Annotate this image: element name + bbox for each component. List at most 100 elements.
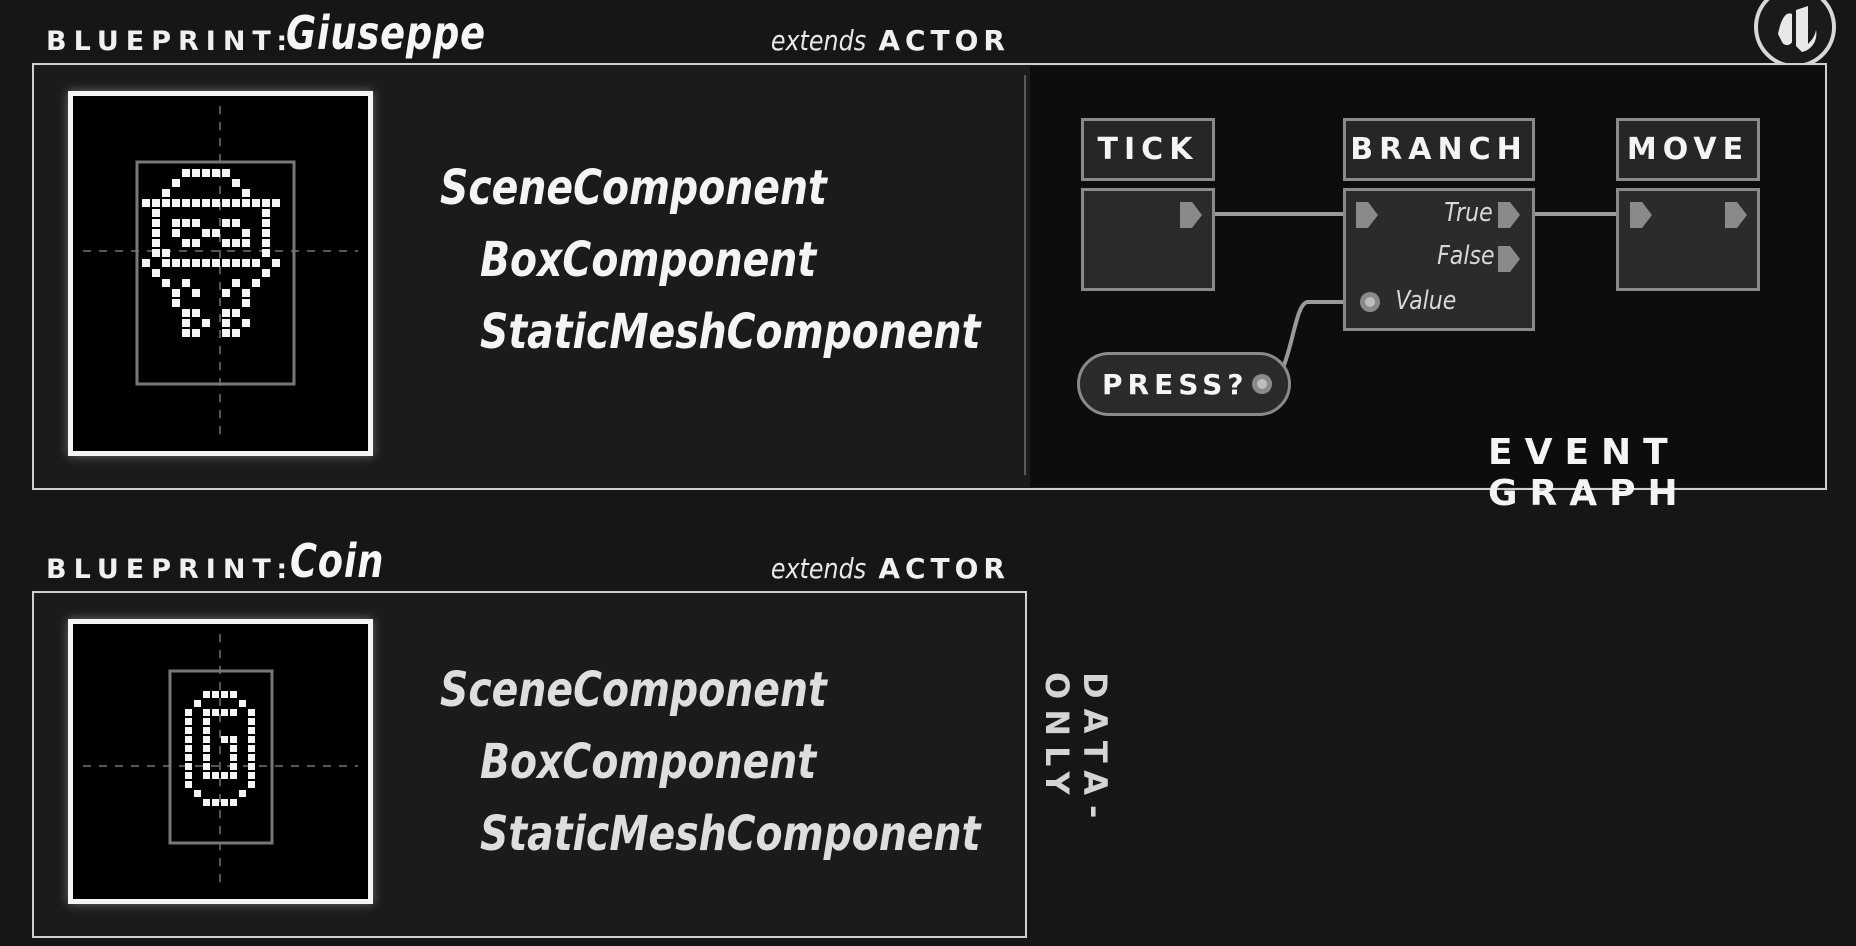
sprite-pixel (202, 199, 210, 207)
true-pin-icon[interactable] (1496, 200, 1522, 230)
sprite-pixel (252, 279, 260, 287)
sprite-pixel (248, 718, 255, 725)
sprite-pixel (203, 736, 210, 743)
sprite-pixel (202, 229, 210, 237)
value-pin-icon[interactable] (1358, 290, 1382, 314)
sprite-pixel (172, 199, 180, 207)
sprite-pixel (152, 199, 160, 207)
sprite-pixel (203, 763, 210, 770)
sprite-pixel (192, 199, 200, 207)
sprite-pixel (242, 199, 250, 207)
sprite-pixel (182, 199, 190, 207)
sprite-pixel (142, 259, 150, 267)
press-node-label: PRESS? (1102, 367, 1249, 401)
exec-out-pin-icon[interactable] (1178, 200, 1204, 230)
sprite-pixel (221, 709, 228, 716)
sprite-pixel (185, 772, 192, 779)
sprite-pixel (182, 329, 190, 337)
extends-class: ACTOR (878, 552, 1010, 585)
sprite-pixel (194, 700, 201, 707)
character-thumbnail (68, 91, 373, 456)
value-pin-label: Value (1395, 286, 1457, 316)
sprite-pixel (272, 259, 280, 267)
sprite-pixel (262, 249, 270, 257)
sprite-pixel (212, 169, 220, 177)
sprite-pixel (222, 319, 230, 327)
sprite-pixel (152, 209, 160, 217)
data-only-label: DATA-ONLY (1038, 672, 1114, 829)
blueprint-label: BLUEPRINT: (46, 554, 295, 585)
sprite-pixel (172, 259, 180, 267)
sprite-pixel (185, 754, 192, 761)
sprite-pixel (242, 259, 250, 267)
sprite-pixel (242, 289, 250, 297)
sprite-pixel (221, 736, 228, 743)
sprite-pixel (252, 199, 260, 207)
sprite-pixel (230, 691, 237, 698)
sprite-pixel (230, 772, 237, 779)
false-pin-icon[interactable] (1496, 244, 1522, 274)
sprite-pixel (192, 169, 200, 177)
sprite-pixel (222, 289, 230, 297)
sprite-pixel (222, 329, 230, 337)
sprite-pixel (222, 259, 230, 267)
sprite-pixel (262, 219, 270, 227)
sprite-pixel (152, 249, 160, 257)
sprite-pixel (202, 169, 210, 177)
sprite-pixel (242, 299, 250, 307)
extends-word: extends (771, 24, 867, 57)
sprite-pixel (248, 772, 255, 779)
sprite-pixel (230, 709, 237, 716)
sprite-pixel (212, 199, 220, 207)
sprite-pixel (185, 745, 192, 752)
sprite-pixel (239, 700, 246, 707)
sprite-pixel (230, 736, 237, 743)
sprite-pixel (182, 309, 190, 317)
sprite-pixel (230, 763, 237, 770)
sprite-pixel (203, 709, 210, 716)
sprite-pixel (248, 745, 255, 752)
sprite-pixel (232, 279, 240, 287)
branch-node-header[interactable]: BRANCH (1343, 118, 1535, 181)
sprite-pixel (162, 259, 170, 267)
sprite-pixel (172, 299, 180, 307)
sprite-pixel (212, 259, 220, 267)
sprite-pixel (242, 319, 250, 327)
exec-out-pin-icon[interactable] (1723, 200, 1749, 230)
sprite-pixel (212, 709, 219, 716)
sprite-pixel (212, 772, 219, 779)
sprite-pixel (232, 199, 240, 207)
component-item: SceneComponent (440, 662, 827, 718)
sprite-pixel (185, 736, 192, 743)
sprite-pixel (221, 691, 228, 698)
sprite-pixel (262, 209, 270, 217)
sprite-pixel (203, 754, 210, 761)
sprite-pixel (222, 219, 230, 227)
tick-node-header[interactable]: TICK (1081, 118, 1215, 181)
move-node-header[interactable]: MOVE (1616, 118, 1760, 181)
sprite-pixel (182, 169, 190, 177)
sprite-pixel (222, 199, 230, 207)
sprite-pixel (162, 249, 170, 257)
press-output-pin-icon[interactable] (1250, 372, 1274, 396)
exec-in-pin-icon[interactable] (1628, 200, 1654, 230)
sprite-pixel (192, 259, 200, 267)
sprite-pixel (232, 219, 240, 227)
sprite-pixel (242, 239, 250, 247)
sprite-pixel (222, 309, 230, 317)
sprite-pixel (203, 745, 210, 752)
sprite-pixel (248, 754, 255, 761)
sprite-pixel (248, 763, 255, 770)
sprite-pixel (185, 763, 192, 770)
exec-in-pin-icon[interactable] (1354, 200, 1380, 230)
blueprint-name: Giuseppe (286, 6, 486, 60)
sprite-pixel (262, 239, 270, 247)
sprite-pixel (222, 239, 230, 247)
sprite-pixel (230, 745, 237, 752)
sprite-pixel (152, 219, 160, 227)
sprite-pixel (272, 199, 280, 207)
sprite-pixel (212, 691, 219, 698)
sprite-pixel (194, 790, 201, 797)
component-item: BoxComponent (480, 734, 817, 790)
sprite-pixel (203, 718, 210, 725)
